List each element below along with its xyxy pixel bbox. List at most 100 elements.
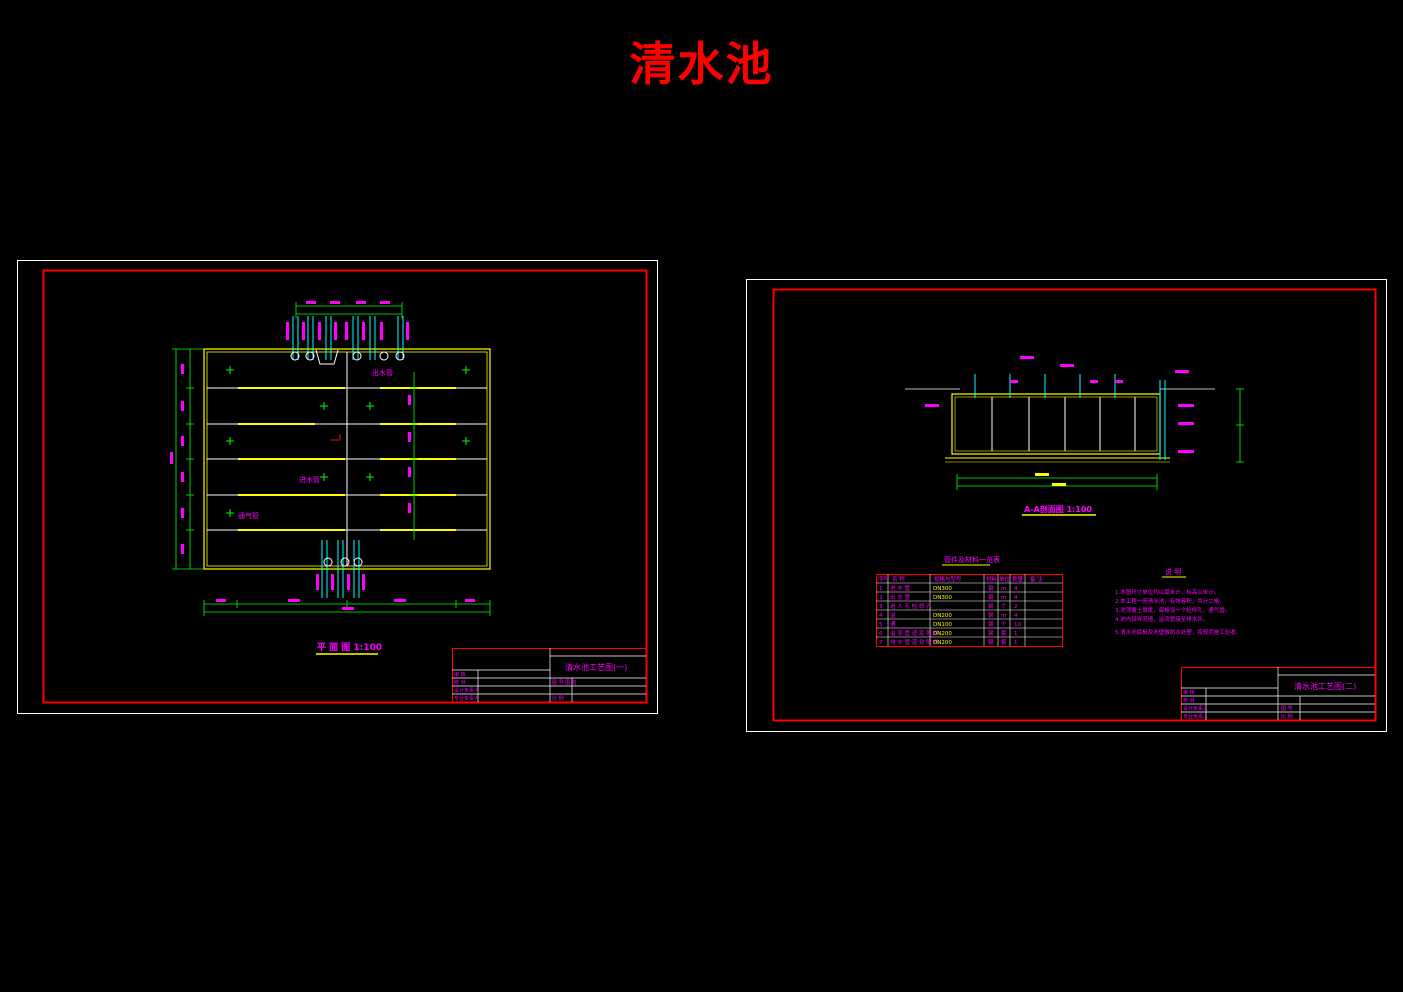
title-right-2: 比 例 [552,695,564,702]
sheet-2: A-A剖面图 1:100 管件及材料一览表 序号 名 称 规格与型号 材料 单位 [746,279,1387,732]
row-6-qty: 1 [1014,631,1018,637]
row-7-mat: 钢 [988,638,994,646]
sheet-1-title-block: 清水池工艺图(一) 审 核 校 对 设计负责人 专业负责人 图 号 图 名 比 … [452,648,647,703]
sheet-1-outer-border [17,260,658,714]
row-2-spec: DN300 [933,595,952,601]
note-1: 1.本图尺寸单位均以毫米计，标高以米计。 [1115,588,1219,596]
row-2-mat: 钢 [988,593,994,601]
th-3: 材料 [986,575,998,583]
plan-dims-bottom [203,600,491,616]
row-1-no: 1 [879,586,883,592]
marker [330,434,341,441]
row-5-spec: DN100 [933,622,952,628]
row-3-name: 进 人 孔 检 修 孔 [890,602,932,610]
row-5-name: 通 [890,620,896,628]
s2-title-row-3: 设计负责人 [1183,705,1208,712]
s2-title-right-1: 图 号 [1281,706,1293,712]
sheet-1-drawing-title: 清水池工艺图(一) [565,662,627,672]
th-1: 名 称 [892,575,905,583]
th-4: 单位 [999,575,1011,583]
row-1-spec: DN300 [933,586,952,592]
section-drawing [905,356,1244,490]
row-1-unit: m [1001,586,1006,592]
row-1-mat: 钢 [988,584,994,592]
row-7-unit: 套 [1001,638,1007,646]
title-row-2: 校 对 [454,679,466,686]
plan-dim-text-left [170,364,184,554]
row-5-mat: 钢 [988,620,994,628]
row-1-name: 进 水 管 [890,584,910,592]
note-3: 3.池顶覆土厚度，每格设一个检修孔，通气管。 [1115,606,1230,614]
title-right-1: 图 号 图 名 [552,679,577,686]
th-5: 数量 [1012,575,1024,583]
title-row-4: 专业负责人 [454,695,479,702]
sheet-2-inner-border [772,288,1377,722]
row-6-unit: 套 [1001,629,1007,637]
notes-list: 1.本图尺寸单位均以毫米计，标高以米计。 2.本工程一座清水池，有效容积，共分二… [1115,588,1241,636]
tag-inlet: 进水管 [299,475,320,484]
s2-title-right-2: 比 例 [1281,713,1293,720]
row-4-spec: DN200 [933,613,952,619]
plan-pipes-bottom [321,540,360,598]
plan-dims-right [410,372,418,540]
materials-table: 序号 名 称 规格与型号 材料 单位 数量 备 注 1 进 水 管 DN300 … [876,574,1063,647]
tag-outlet: 出水管 [372,368,393,377]
note-4: 4.池内设导流墙，溢流管接至排水井。 [1115,615,1208,623]
plan-dim-text-top [306,301,390,304]
th-6: 备 注 [1030,575,1043,583]
row-2-unit: m [1001,595,1006,601]
row-3-no: 3 [879,604,883,610]
row-3-unit: 个 [1001,603,1007,610]
materials-table-title: 管件及材料一览表 [944,555,1000,564]
notes-title: 说 明 [1165,567,1181,576]
note-5: 5.清水池底板及池壁做防水处理，按规范施工验收。 [1115,628,1241,636]
s2-title-row-4: 专业负责人 [1183,713,1208,720]
plan-dim-text-bottom [216,599,475,610]
row-7-name: 排 水 管 道 及 附 件 [890,638,939,646]
row-7-no: 7 [879,640,883,646]
plan-pipe-labels-bottom [316,574,365,590]
plan-valves-bottom [323,557,363,567]
row-4-qty: 4 [1014,613,1018,619]
plan-pipe-labels-top [286,322,409,340]
row-1-qty: 4 [1014,586,1018,592]
plan-label: 平 面 图 1:100 [317,642,382,653]
row-6-name: 溢 流 管 道 及 附 件 [890,629,939,637]
row-2-name: 出 水 管 [890,593,910,601]
row-7-qty: 1 [1014,640,1018,646]
title-row-1: 审 核 [454,671,466,678]
tank-plan-outer [203,348,491,570]
row-6-no: 6 [879,631,883,637]
row-4-no: 4 [879,613,883,619]
page-title: 清水池 [629,37,774,91]
th-0: 序号 [878,575,890,583]
row-5-unit: 个 [1001,621,1007,628]
row-2-qty: 4 [1014,595,1018,601]
sheet-2-title-block: 清水池工艺图(二) 审 核 校 对 设计负责人 专业负责人 图 号 比 例 [1181,667,1376,721]
row-3-qty: 2 [1014,604,1018,610]
sheet-1-inner-border [42,269,648,704]
plan-dim-text-right [408,395,411,513]
s2-title-row-2: 校 对 [1183,697,1195,704]
row-3-mat: 钢 [988,602,994,610]
s2-title-row-1: 审 核 [1183,689,1195,696]
row-5-no: 5 [879,622,883,628]
tag-ventilation: 通气管 [238,511,259,520]
plan-dims-top [295,302,403,318]
row-4-name: 溢 [890,611,896,619]
plan-dims-left [172,348,204,570]
title-row-3: 设计负责人 [454,687,479,694]
row-7-spec: DN200 [933,640,952,646]
section-label: A-A剖面图 1:100 [1024,504,1092,514]
row-6-spec: DN200 [933,631,952,637]
sheet-2-drawing-title: 清水池工艺图(二) [1294,681,1356,691]
vent-markers [226,366,470,517]
row-4-mat: 钢 [988,611,994,619]
sheet-1: 出水管 进水管 通气管 平 面 图 1:100 清水池工艺图(一) 审 核 校 … [17,260,658,714]
row-2-no: 2 [879,595,883,601]
row-4-unit: m [1001,613,1006,619]
note-2: 2.本工程一座清水池，有效容积，共分二格。 [1115,597,1225,605]
row-5-qty: 10 [1014,622,1021,628]
th-2: 规格与型号 [934,575,962,583]
